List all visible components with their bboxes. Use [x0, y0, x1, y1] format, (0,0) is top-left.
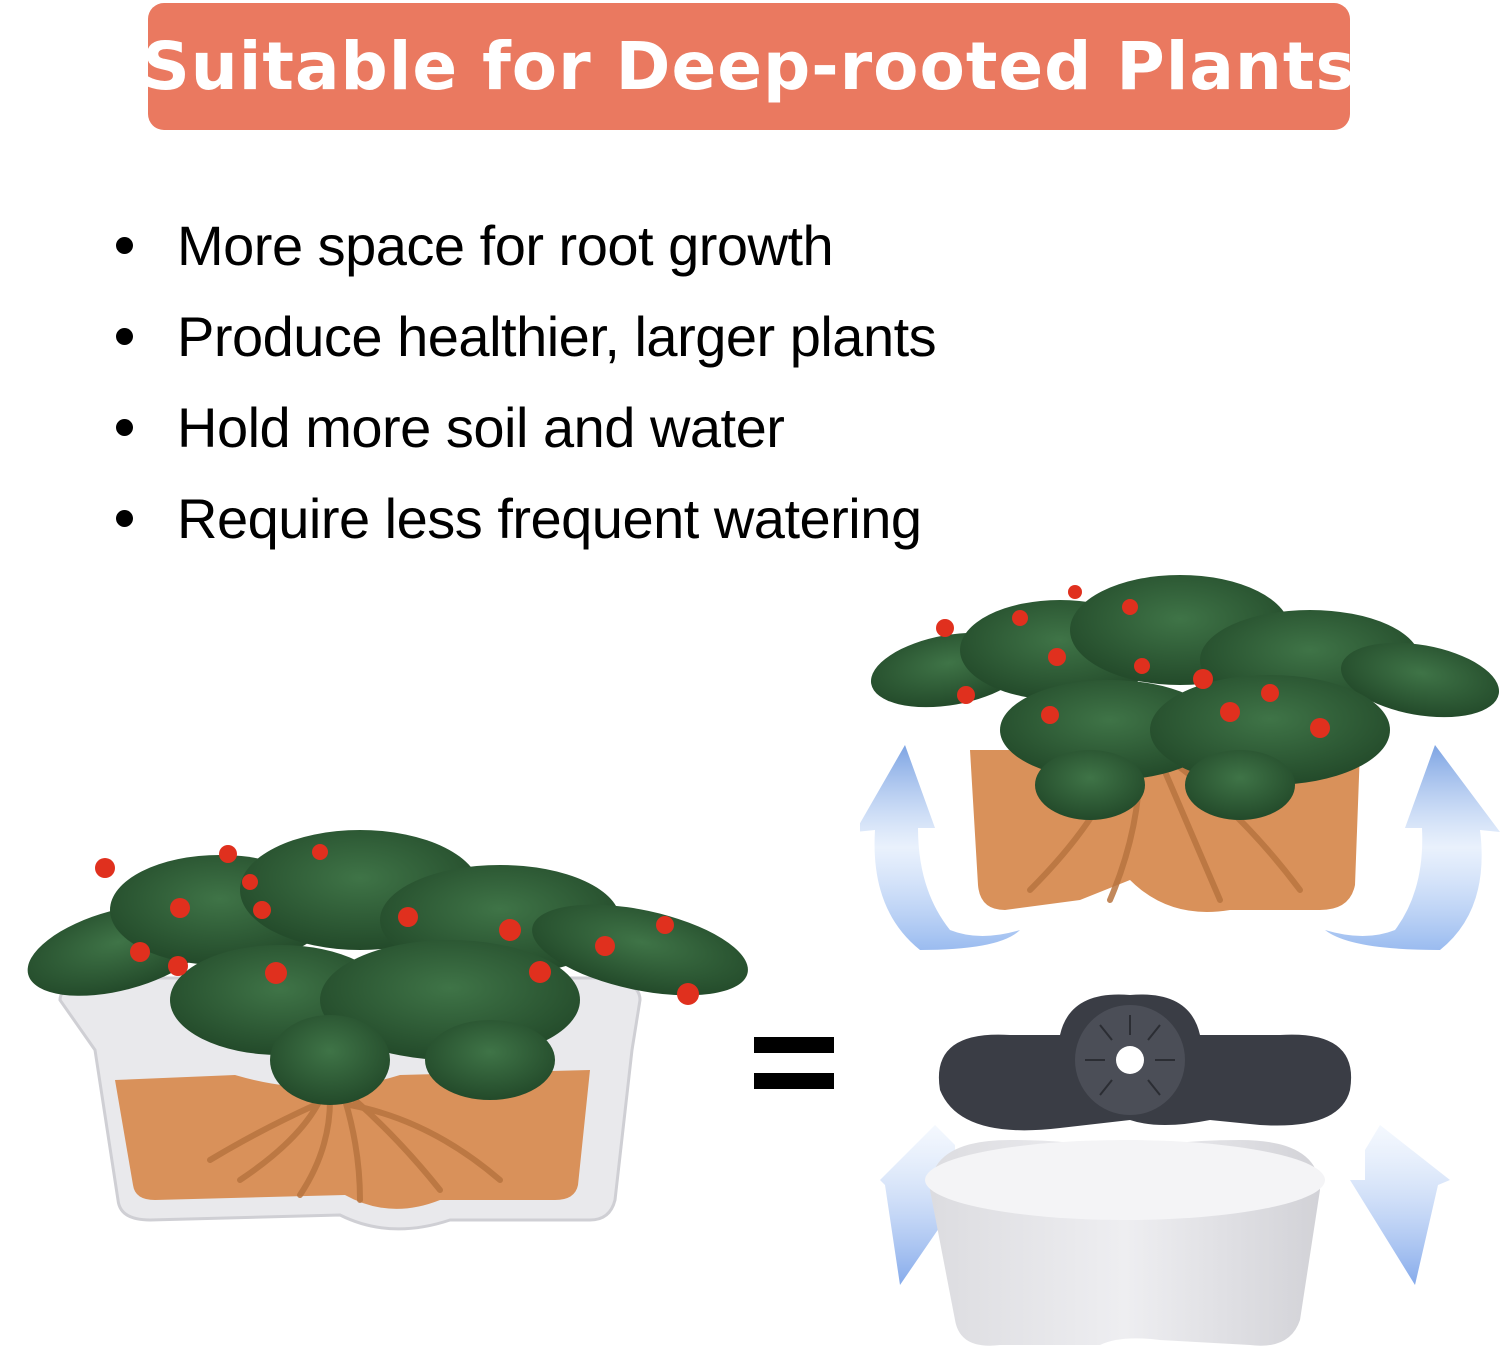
- bullet-icon: [116, 328, 133, 345]
- benefit-list: More space for root growth Produce healt…: [110, 200, 937, 564]
- benefit-item: Hold more soil and water: [110, 382, 936, 473]
- benefit-item: Require less frequent watering: [110, 473, 936, 564]
- benefit-text: Require less frequent watering: [177, 487, 922, 550]
- benefit-text: More space for root growth: [177, 214, 834, 277]
- benefit-text: Produce healthier, larger plants: [177, 305, 937, 368]
- banner-title: Suitable for Deep-rooted Plants: [142, 28, 1356, 105]
- equals-bar-top: [754, 1037, 834, 1053]
- planter-illustration-left: [27, 830, 748, 1231]
- benefit-text: Hold more soil and water: [177, 396, 785, 459]
- soil-roots-illustration: [860, 575, 1500, 950]
- equals-bar-bottom: [754, 1073, 834, 1089]
- title-banner: Suitable for Deep-rooted Plants: [142, 3, 1355, 130]
- benefit-item: More space for root growth: [110, 200, 936, 291]
- reservoir-tray-illustration: [880, 994, 1450, 1346]
- bullet-icon: [116, 510, 133, 527]
- bullet-icon: [116, 237, 133, 254]
- equals-sign: [754, 1037, 834, 1089]
- bullet-icon: [116, 419, 133, 436]
- benefit-item: Produce healthier, larger plants: [110, 291, 937, 382]
